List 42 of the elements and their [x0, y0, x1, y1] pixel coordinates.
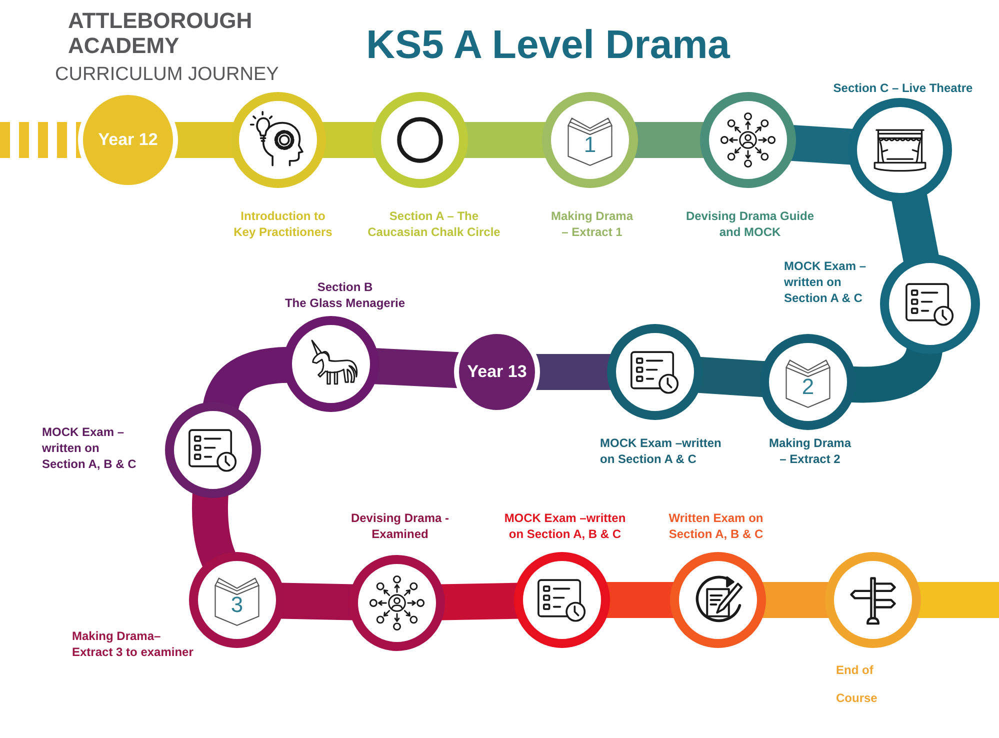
road-segment	[203, 346, 288, 411]
road-segment	[440, 582, 518, 620]
road-segment	[0, 122, 82, 158]
road-segment	[464, 122, 546, 158]
road-segment	[698, 356, 766, 398]
milestone-label: MOCK Exam –written on Section A & C	[600, 435, 722, 467]
book-number: 3	[230, 594, 244, 616]
milestone-label: Making Drama– Extract 3 to examiner	[72, 628, 194, 660]
milestone-label: Section C – Live Theatre	[832, 80, 974, 96]
book-number: 1	[584, 134, 596, 156]
road-segment	[374, 348, 459, 388]
road-segment	[892, 194, 939, 262]
milestone-label: Devising Drama Guide and MOCK	[685, 208, 815, 240]
road-segment	[536, 354, 611, 390]
milestone-label: The Glass Menagerie	[284, 295, 406, 311]
school-name: ATTLEBOROUGH ACADEMY	[68, 8, 254, 58]
milestone-label: Section A – The Caucasian Chalk Circle	[367, 208, 501, 240]
road-segment	[762, 582, 829, 618]
road-segment	[174, 122, 234, 158]
milestone-label: Section B	[316, 279, 374, 295]
road-segment	[790, 124, 854, 165]
milestone-label: Devising Drama - Examined	[350, 510, 450, 542]
milestone-label: Making Drama – Extract 2	[768, 435, 852, 467]
milestone-label: Introduction to Key Practitioners	[233, 208, 333, 240]
road-segment	[634, 122, 704, 158]
milestone-label: Making Drama – Extract 1	[550, 208, 634, 240]
book-number: 2	[802, 376, 814, 398]
page-title: KS5 A Level Drama	[366, 22, 730, 68]
year-label: Year 12	[98, 130, 158, 150]
milestone-label: MOCK Exam –written on Section A, B & C	[504, 510, 626, 542]
year-label: Year 13	[467, 362, 527, 382]
road-segment	[851, 346, 942, 403]
road-segment	[917, 582, 999, 618]
milestone-label: End of Course	[836, 662, 878, 707]
milestone-label: MOCK Exam – written on Section A & C	[784, 258, 868, 306]
road-segment	[280, 582, 354, 620]
milestone-label: Written Exam on Section A, B & C	[668, 510, 764, 542]
road-segment	[606, 582, 674, 618]
road-segment	[192, 493, 236, 567]
milestone-label: MOCK Exam – written on Section A, B & C	[42, 424, 138, 472]
road-segment	[322, 122, 376, 158]
subtitle: CURRICULUM JOURNEY	[55, 64, 280, 86]
